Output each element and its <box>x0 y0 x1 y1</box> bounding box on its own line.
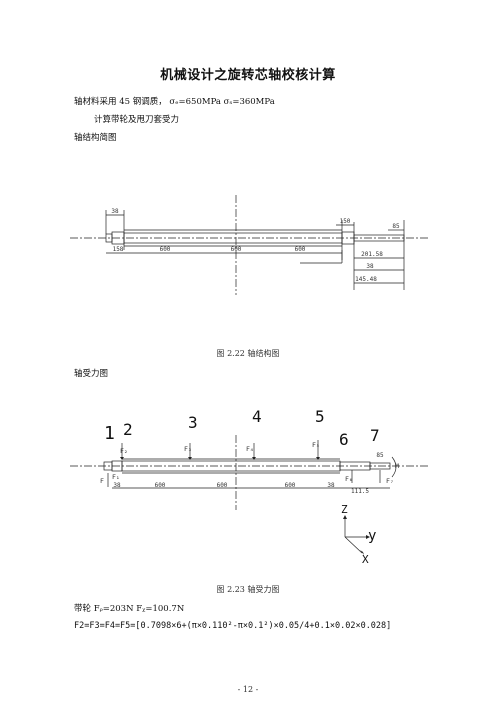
label-3: 3 <box>188 413 198 432</box>
label-5: 5 <box>315 407 325 426</box>
dim-158: 158 <box>113 246 124 253</box>
axis-x: X <box>362 553 369 566</box>
dim-600-f2b: 600 <box>217 482 228 489</box>
axis-z: Z <box>341 503 348 516</box>
dim-145: 145.48 <box>355 276 377 283</box>
axis-y: y <box>368 528 376 544</box>
dim-600-a: 600 <box>160 246 171 253</box>
dim-38: 38 <box>111 208 119 215</box>
formula-line: F2=F3=F4=F5=[0.7098×6+(π×0.110²-π×0.1²)×… <box>74 621 392 631</box>
force-f2: F₂ <box>120 447 128 455</box>
label-2: 2 <box>123 420 133 439</box>
shaft-force-figure: 1 2 3 4 5 6 7 F₂ F₃ F₄ F₅ F F₁ F₆ F₇ M 3… <box>70 407 430 566</box>
dim-600-c: 600 <box>295 246 306 253</box>
page-title: 机械设计之旋转芯轴校核计算 <box>160 68 336 83</box>
force-heading: 轴受力图 <box>74 369 109 379</box>
shaft-structure-figure: 38 158 600 600 600 150 201.58 38 145.48 … <box>70 195 430 295</box>
dim-38-b: 38 <box>366 263 374 270</box>
belt-force-line: 带轮 Fᵨ=203N Fᵪ=100.7N <box>74 604 185 614</box>
moment-m: M <box>395 462 399 470</box>
dim-111: 111.5 <box>351 488 369 495</box>
dim-85: 85 <box>392 223 400 230</box>
force-f1: F₁ <box>112 473 120 481</box>
force-f: F <box>100 477 104 485</box>
subheading: 计算带轮及甩刀套受力 <box>94 115 180 125</box>
dim-600-f2c: 600 <box>285 482 296 489</box>
material-line: 轴材料采用 45 钢调质， σₑ=650MPa σₛ=360MPa <box>74 97 275 107</box>
dim-600-b: 600 <box>231 246 242 253</box>
force-f6: F₆ <box>345 475 353 483</box>
dim-201: 201.58 <box>361 251 383 258</box>
dim-38-f2b: 38 <box>327 482 335 489</box>
force-f7: F₇ <box>386 477 394 485</box>
figure-caption-1: 图 2.22 轴结构图 <box>216 349 280 358</box>
structure-heading: 轴结构简图 <box>74 133 117 143</box>
dim-38-f2a: 38 <box>113 482 121 489</box>
dim-600-f2a: 600 <box>155 482 166 489</box>
force-f5: F₅ <box>312 441 320 449</box>
page-number: - 12 - <box>237 685 259 694</box>
label-6: 6 <box>339 430 349 449</box>
dim-85-f2: 85 <box>376 452 384 459</box>
force-f3: F₃ <box>184 445 192 453</box>
label-7: 7 <box>370 426 380 445</box>
force-f4: F₄ <box>246 445 254 453</box>
label-4: 4 <box>252 407 262 426</box>
dim-150: 150 <box>340 218 351 225</box>
figure-caption-2: 图 2.23 轴受力图 <box>216 585 280 594</box>
label-1: 1 <box>104 423 115 444</box>
